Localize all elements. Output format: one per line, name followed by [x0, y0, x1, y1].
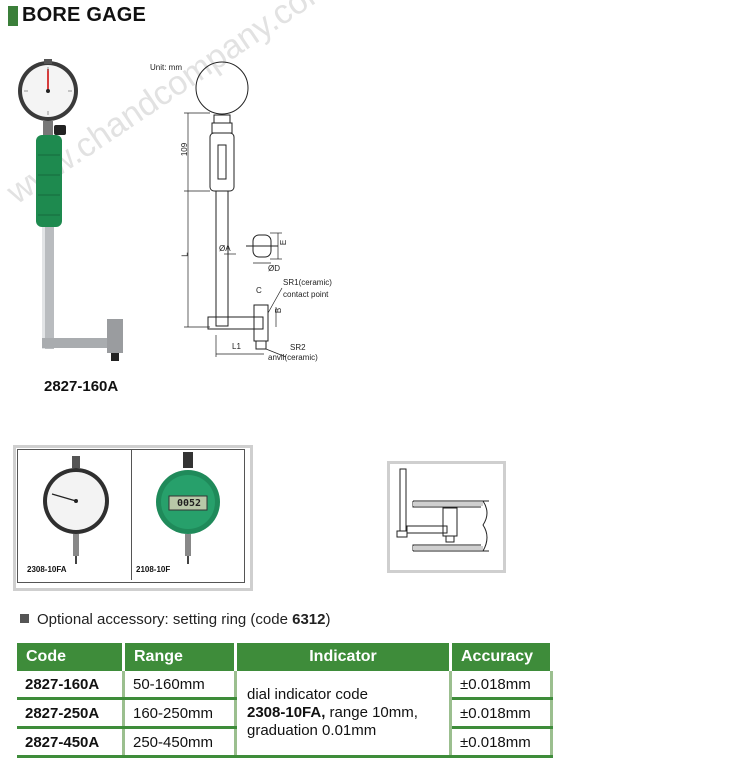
- accessory-code: 6312: [292, 611, 326, 628]
- indicator-code-1: 2308-10FA: [27, 565, 67, 574]
- dim-L1: L1: [232, 342, 241, 351]
- drawing-rod: [215, 190, 229, 327]
- dim-phiD: ØD: [268, 264, 280, 273]
- indicator-code: 2308-10FA,: [247, 704, 326, 721]
- grip: [36, 135, 62, 227]
- product-code: 2827-160A: [44, 378, 119, 395]
- dim-B: B: [274, 307, 284, 314]
- anvil-label: anvil(ceramic): [268, 353, 318, 362]
- table-row: 2827-160A 50-160mm dial indicator code 2…: [17, 671, 553, 758]
- dial-indicator-image: [43, 456, 109, 564]
- cell-accuracy: ±0.018mm: [450, 727, 553, 758]
- digital-display-value: 0052: [177, 498, 202, 509]
- cell-code: 2827-450A: [17, 727, 125, 758]
- header-code: Code: [17, 643, 125, 671]
- cell-range: 160-250mm: [123, 698, 237, 729]
- dimension-drawing: [184, 61, 287, 358]
- header-indicator: Indicator: [235, 643, 452, 671]
- indicator-line2: range 10mm,: [325, 704, 418, 721]
- indicator-line3: graduation 0.01mm: [247, 722, 377, 739]
- title-accent-bar: [8, 6, 18, 26]
- header-range: Range: [123, 643, 237, 671]
- dim-L: L: [180, 252, 190, 257]
- sr2-label: SR2: [290, 343, 306, 352]
- accessory-suffix: ): [325, 611, 331, 628]
- table-row: 2827-250A 160-250mm ±0.018mm: [17, 698, 553, 729]
- usage-diagram: [396, 468, 489, 552]
- sr1-label: SR1(ceramic): [283, 278, 332, 287]
- header-accuracy: Accuracy: [450, 643, 553, 671]
- dim-109: 109: [180, 142, 190, 157]
- bullet-square-icon: [20, 614, 29, 623]
- accessory-note: Optional accessory: setting ring (code 6…: [20, 611, 331, 628]
- bore-gage-photo: [18, 59, 123, 361]
- indicator-code-2: 2108-10F: [136, 565, 171, 574]
- table-header-row: Code Range Indicator Accuracy: [17, 643, 553, 671]
- indicators-divider: [131, 450, 132, 580]
- table-row: 2827-450A 250-450mm ±0.018mm: [17, 727, 553, 758]
- dim-phiA: ØA: [219, 244, 231, 253]
- digital-indicator-image: [156, 452, 220, 564]
- contact-point-label: contact point: [283, 290, 329, 299]
- cell-indicator: dial indicator code 2308-10FA, range 10m…: [235, 671, 452, 758]
- dim-E: E: [279, 239, 289, 246]
- cell-code: 2827-160A: [17, 671, 125, 700]
- indicator-line1: dial indicator code: [247, 686, 368, 703]
- unit-label: Unit: mm: [150, 63, 182, 72]
- drawing-grip: [209, 132, 235, 192]
- cell-range: 50-160mm: [123, 671, 237, 700]
- dim-C: C: [256, 286, 262, 295]
- cell-accuracy: ±0.018mm: [450, 671, 553, 700]
- spec-table: Code Range Indicator Accuracy 2827-160A …: [17, 643, 553, 758]
- page-title: BORE GAGE: [22, 4, 147, 26]
- drawing-dial: [195, 61, 249, 115]
- indicators-frame: [17, 449, 245, 583]
- accessory-prefix: Optional accessory: setting ring (code: [37, 611, 293, 628]
- cell-code: 2827-250A: [17, 698, 125, 729]
- cell-range: 250-450mm: [123, 727, 237, 758]
- cell-accuracy: ±0.018mm: [450, 698, 553, 729]
